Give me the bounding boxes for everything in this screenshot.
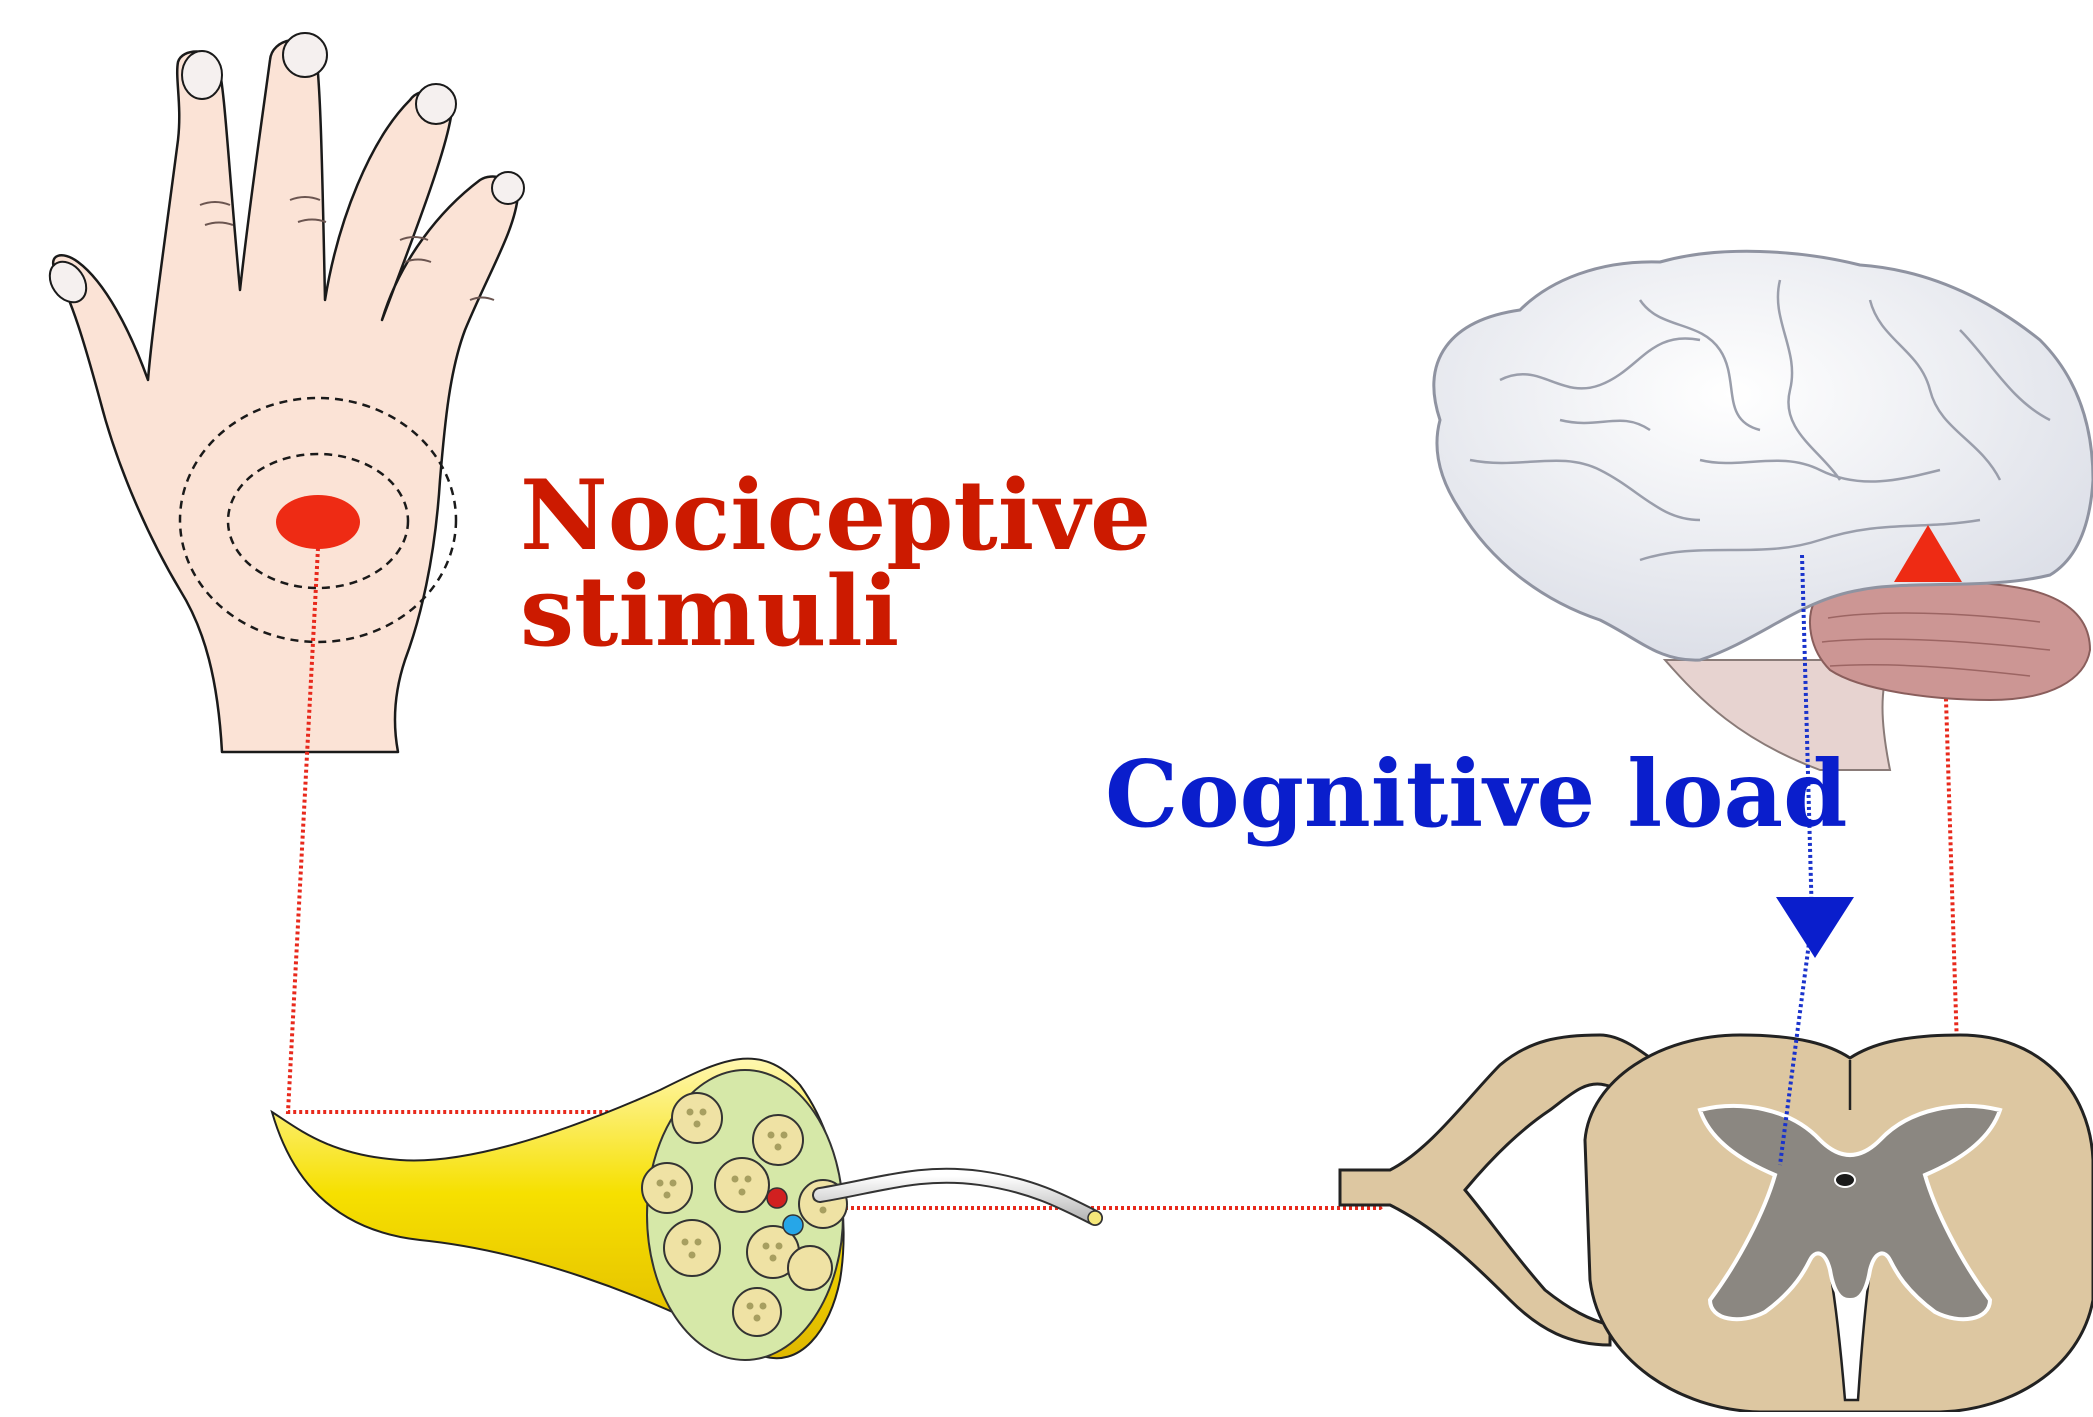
fingernail: [492, 172, 524, 204]
axon-terminal: [1088, 1211, 1102, 1225]
nociceptive-label-line-2: stimuli: [520, 564, 1151, 660]
nociceptive-stimuli-label: Nociceptive stimuli: [520, 468, 1151, 660]
fingernail: [416, 84, 456, 124]
nociceptive-label-line-1: Nociceptive: [520, 468, 1151, 564]
stimulus-spot: [276, 495, 360, 549]
central-canal: [1835, 1173, 1855, 1187]
artery: [767, 1188, 787, 1208]
brain-icon: [1434, 251, 2093, 770]
cognitive-load-label: Cognitive load: [1105, 748, 1847, 840]
descending-arrowhead: [1776, 897, 1854, 958]
spinal-cord-icon: [1340, 1035, 2093, 1412]
fingernail: [283, 33, 327, 77]
hand-outline: [53, 40, 518, 752]
hand-icon: [42, 33, 524, 752]
vein: [783, 1215, 803, 1235]
fingernail: [182, 51, 222, 99]
